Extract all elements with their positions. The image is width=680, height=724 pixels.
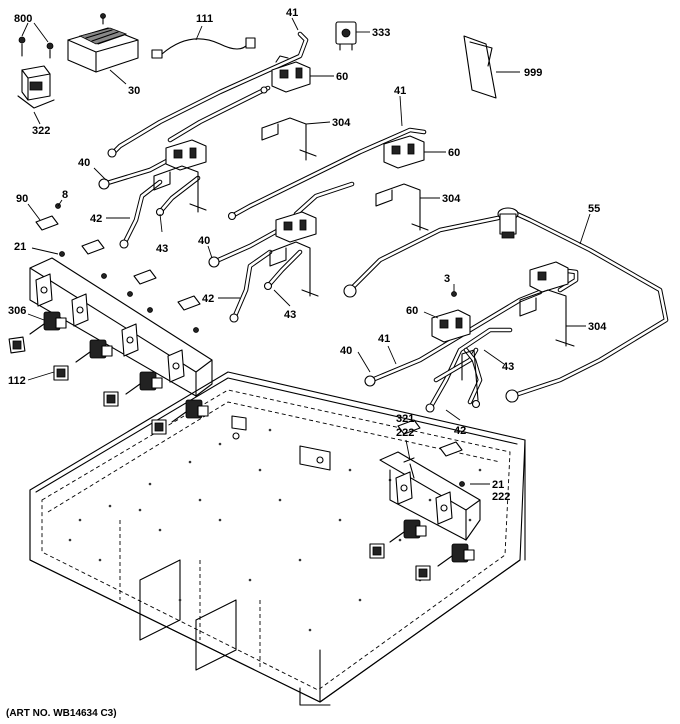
label-40-mid: 40 — [198, 235, 210, 247]
brackets-304 — [153, 117, 575, 401]
left-manifold-rail — [29, 257, 213, 397]
label-111: 111 — [196, 13, 213, 25]
valve-60-center — [275, 211, 317, 243]
art-number: (ART NO. WB14634 C3) — [6, 708, 117, 719]
label-60-lower: 60 — [406, 305, 418, 317]
cooktop-chassis — [29, 371, 526, 706]
regulator-55 — [497, 207, 519, 239]
screws-800 — [18, 36, 54, 59]
label-42-left: 42 — [90, 213, 102, 225]
label-3: 3 — [444, 273, 450, 285]
label-322: 322 — [32, 125, 50, 137]
part-labels: 800 111 41 333 999 30 322 60 304 41 60 4… — [8, 7, 607, 503]
label-333: 333 — [372, 27, 390, 39]
spark-module-30 — [67, 13, 139, 73]
transformer-322 — [17, 65, 55, 109]
right-burner-valves — [369, 519, 475, 581]
small-brackets-90 — [35, 215, 463, 457]
label-60-top: 60 — [336, 71, 348, 83]
label-41-mid: 41 — [394, 85, 406, 97]
label-43-lower: 43 — [502, 361, 514, 373]
literature-999 — [463, 35, 497, 99]
tube-fittings — [98, 86, 519, 413]
label-304-right: 304 — [588, 321, 607, 333]
label-800: 800 — [14, 13, 32, 25]
screws — [55, 203, 465, 487]
label-40-lower: 40 — [340, 345, 352, 357]
label-42-mid: 42 — [202, 293, 214, 305]
switch-333 — [335, 21, 357, 51]
label-304-top: 304 — [332, 117, 351, 129]
right-manifold-rail — [379, 451, 481, 541]
label-40-left: 40 — [78, 157, 90, 169]
valve-60-top — [271, 55, 311, 93]
label-321: 321 — [396, 413, 414, 425]
left-burner-valves — [29, 311, 209, 423]
label-90: 90 — [16, 193, 28, 205]
label-222-upper: 222 — [396, 427, 414, 439]
label-43-mid: 43 — [284, 309, 296, 321]
valve-60-right — [529, 261, 569, 293]
label-999: 999 — [524, 67, 542, 79]
leader-lines — [21, 17, 591, 485]
left-knob-bezels-112 — [8, 336, 167, 435]
label-222-lower: 222 — [492, 491, 510, 503]
label-21-right: 21 — [492, 479, 504, 491]
wire-harness-111 — [151, 37, 256, 59]
label-55: 55 — [588, 203, 600, 215]
valve-60-lower — [431, 309, 471, 343]
label-41-top: 41 — [286, 7, 298, 19]
label-42-lower: 42 — [454, 425, 466, 437]
label-112: 112 — [8, 375, 26, 387]
label-43-left: 43 — [156, 243, 168, 255]
label-306: 306 — [8, 305, 26, 317]
gas-tubing — [101, 31, 669, 411]
valve-60-left — [165, 139, 207, 171]
label-8: 8 — [62, 189, 68, 201]
valve-60-mid — [383, 135, 425, 169]
label-41-lower: 41 — [378, 333, 390, 345]
label-304-mid: 304 — [442, 193, 461, 205]
label-21-left: 21 — [14, 241, 26, 253]
label-30: 30 — [128, 85, 140, 97]
label-60-mid: 60 — [448, 147, 460, 159]
